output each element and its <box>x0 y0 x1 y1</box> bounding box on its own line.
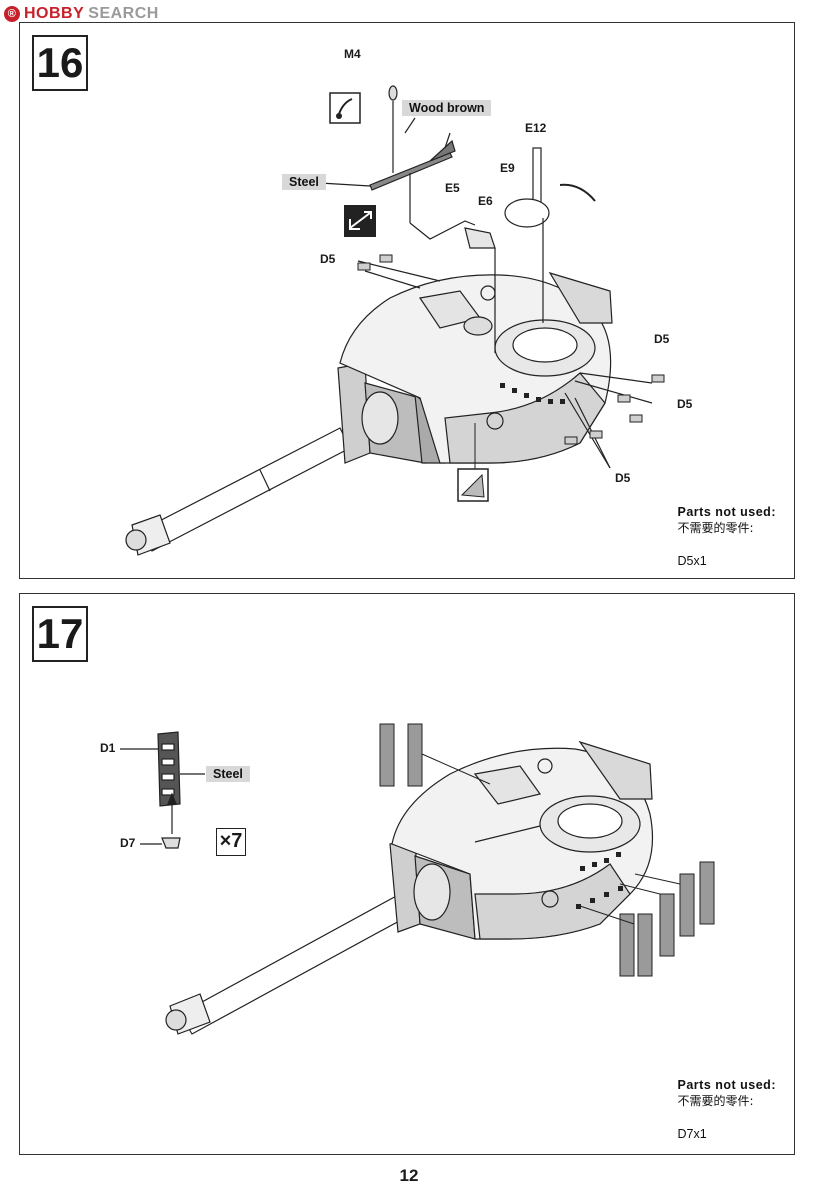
hobby-search-logo-icon: ® <box>4 6 20 22</box>
part-label-d5-bottom: D5 <box>615 471 631 485</box>
parts-not-used-title: Parts not used: <box>677 1078 776 1092</box>
hatch-detail-icon <box>457 423 489 502</box>
glue-icon <box>329 92 361 124</box>
parts-not-used-title-cn: 不需要的零件: <box>677 521 754 535</box>
color-tag-wood-brown: Wood brown <box>402 100 492 116</box>
page-number: 12 <box>399 1166 419 1185</box>
parts-not-used-title: Parts not used: <box>677 505 776 519</box>
swap-icon <box>344 205 376 237</box>
parts-not-used-17: Parts not used: 不需要的零件: D7x1 <box>678 1078 777 1141</box>
step-17-number: 17 <box>32 606 88 662</box>
part-label-e5: E5 <box>445 181 460 195</box>
parts-not-used-title-cn: 不需要的零件: <box>677 1094 754 1108</box>
parts-not-used-list: D5x1 <box>677 554 707 568</box>
step-16-panel: 16 <box>19 22 795 579</box>
color-tag-steel-17: Steel <box>206 766 250 782</box>
step-17-panel: 17 <box>19 593 795 1155</box>
step-16-turret-drawing <box>125 85 665 556</box>
step-17-turret-drawing <box>120 723 715 1035</box>
watermark-hobby-text: HOBBY <box>24 5 85 22</box>
part-label-d5-right: D5 <box>677 397 693 411</box>
parts-not-used-list: D7x1 <box>677 1127 707 1141</box>
part-label-m4: M4 <box>344 47 361 61</box>
hobby-search-watermark: ® HOBBY SEARCH <box>4 4 159 24</box>
quantity-multiplier: ×7 <box>216 828 246 856</box>
color-tag-steel: Steel <box>282 174 326 190</box>
watermark-search-text: SEARCH <box>88 5 159 22</box>
part-label-d5-left: D5 <box>320 252 336 266</box>
part-label-d7: D7 <box>120 836 136 850</box>
part-label-e12: E12 <box>525 121 547 135</box>
step-16-number: 16 <box>32 35 88 91</box>
part-label-d5-right-top: D5 <box>654 332 670 346</box>
part-label-d1: D1 <box>100 741 116 755</box>
parts-not-used-16: Parts not used: 不需要的零件: D5x1 <box>678 505 777 568</box>
part-label-e6: E6 <box>478 194 493 208</box>
part-label-e9: E9 <box>500 161 515 175</box>
